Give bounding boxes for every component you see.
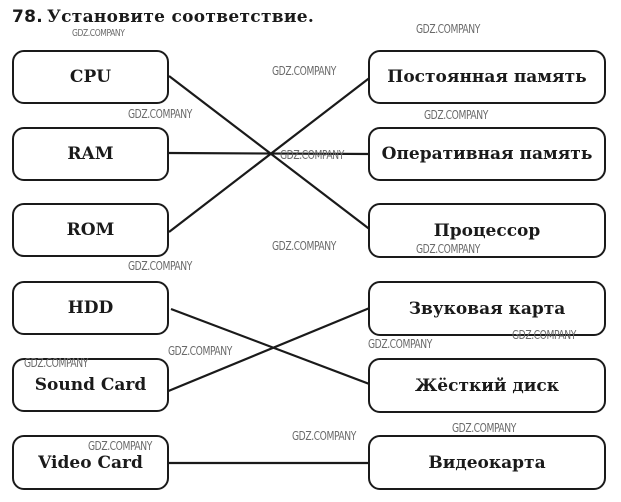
left-box-hdd[interactable]: HDD	[12, 281, 169, 335]
left-label: RAM	[67, 144, 114, 164]
watermark: GDZ.COMPANY	[452, 421, 516, 435]
exercise-instruction: Установите соответствие.	[47, 7, 315, 27]
exercise-title: 78.Установите соответствие.	[12, 7, 314, 27]
left-label: ROM	[66, 220, 115, 240]
watermark: GDZ.COMPANY	[72, 28, 125, 39]
watermark: GDZ.COMPANY	[368, 337, 432, 351]
left-label: CPU	[69, 67, 112, 87]
left-label: HDD	[67, 298, 114, 318]
right-label: Звуковая карта	[408, 298, 566, 319]
watermark: GDZ.COMPANY	[24, 356, 88, 370]
left-label: Video Card	[38, 452, 143, 473]
left-box-sound-card[interactable]: Sound Card	[12, 358, 169, 412]
line-hdd-hard-disk	[170, 307, 373, 387]
watermark: GDZ.COMPANY	[88, 439, 152, 453]
watermark: GDZ.COMPANY	[128, 107, 192, 121]
watermark: GDZ.COMPANY	[424, 108, 488, 122]
watermark: GDZ.COMPANY	[512, 328, 576, 342]
watermark: GDZ.COMPANY	[292, 429, 356, 443]
right-label: Процессор	[433, 220, 541, 241]
watermark: GDZ.COMPANY	[280, 148, 344, 162]
exercise-number: 78.	[12, 7, 44, 27]
watermark: GDZ.COMPANY	[272, 64, 336, 78]
right-label: Постоянная память	[387, 67, 587, 87]
right-box-sound-card[interactable]: Звуковая карта	[368, 281, 606, 336]
right-label: Жёсткий диск	[415, 375, 559, 396]
watermark: GDZ.COMPANY	[272, 239, 336, 253]
watermark: GDZ.COMPANY	[128, 259, 192, 273]
right-box-processor[interactable]: Процессор	[368, 203, 606, 258]
watermark: GDZ.COMPANY	[416, 22, 480, 36]
left-box-ram[interactable]: RAM	[12, 127, 169, 181]
line-sound-sound-card	[165, 305, 373, 394]
watermark: GDZ.COMPANY	[168, 344, 232, 358]
left-box-video-card[interactable]: Video Card	[12, 435, 169, 490]
right-box-video-card[interactable]: Видеокарта	[368, 435, 606, 490]
line-rom-rom-memory	[168, 75, 373, 233]
left-box-rom[interactable]: ROM	[12, 203, 169, 257]
left-label: Sound Card	[34, 375, 147, 395]
right-box-hard-disk[interactable]: Жёсткий диск	[368, 358, 606, 413]
right-label: Оперативная память	[381, 144, 593, 164]
watermark: GDZ.COMPANY	[416, 242, 480, 256]
right-label: Видеокарта	[428, 452, 546, 473]
right-box-operative-memory[interactable]: Оперативная память	[368, 127, 606, 181]
right-box-permanent-memory[interactable]: Постоянная память	[368, 50, 606, 104]
left-box-cpu[interactable]: CPU	[12, 50, 169, 104]
